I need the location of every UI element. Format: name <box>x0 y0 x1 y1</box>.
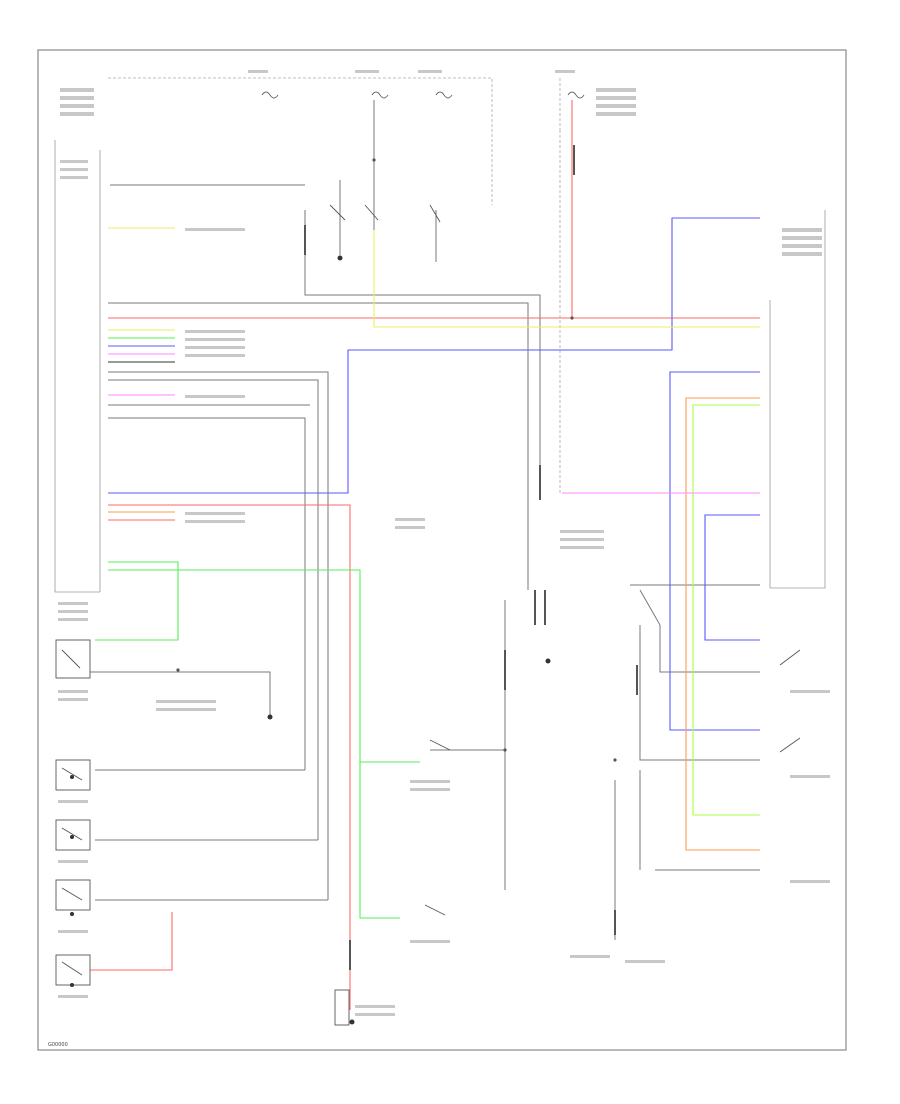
fuse-3 <box>435 91 453 99</box>
right-wire-group <box>685 397 760 851</box>
fuse-bus-dashed <box>108 77 493 205</box>
blue-wires <box>108 217 760 731</box>
left-control-module <box>54 140 101 593</box>
diagram-frame <box>37 49 847 1051</box>
right-control-module <box>769 210 826 589</box>
connector-stubs <box>304 145 638 970</box>
splice-dots <box>176 158 617 762</box>
horn-relay <box>334 989 350 1026</box>
engine-hood-switch <box>55 639 91 679</box>
yellow-wires <box>108 227 760 328</box>
right-front-door-switch <box>55 819 91 851</box>
green-wires <box>95 561 420 919</box>
left-module-pin-wires <box>108 329 175 521</box>
fuse-1 <box>261 91 279 99</box>
right-rear-door-switch <box>55 954 91 986</box>
gray-wires <box>90 100 760 940</box>
diagram-code: G00000 <box>48 1042 68 1048</box>
right-luggage-switch <box>779 737 801 753</box>
ground-symbols <box>70 255 551 1025</box>
switch-group <box>55 204 801 1026</box>
label-placeholders <box>58 70 830 1016</box>
left-front-door-switch <box>55 759 91 791</box>
left-rear-door-switch <box>55 879 91 911</box>
fuse-4 <box>567 91 585 99</box>
right-front-door-key-switch <box>429 739 451 751</box>
fuse-2 <box>371 91 389 99</box>
red-wires <box>90 100 760 1010</box>
fuse-group <box>261 91 585 99</box>
right-rear-door-key-switch <box>424 904 446 916</box>
right-key-switch <box>779 649 801 666</box>
